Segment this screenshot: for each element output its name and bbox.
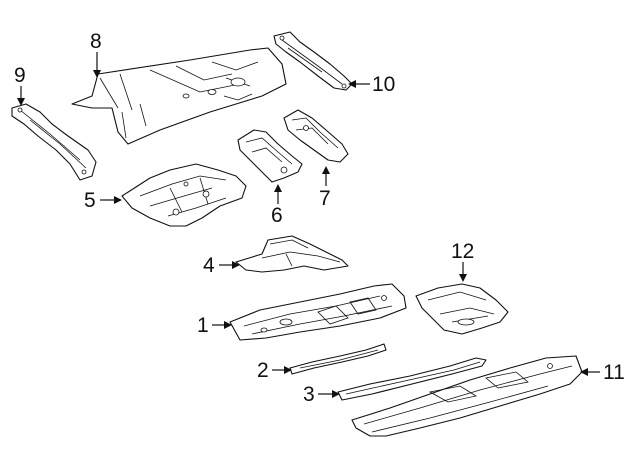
part-6-bracket xyxy=(237,129,303,183)
part-4-tunnel-bracket xyxy=(235,235,349,273)
callout-2: 2 xyxy=(257,359,269,382)
callout-5: 5 xyxy=(84,189,96,212)
callout-3: 3 xyxy=(303,383,315,406)
part-12-floor-pan xyxy=(415,283,509,335)
part-7-bracket xyxy=(283,109,349,163)
part-2-rail xyxy=(289,343,387,375)
callout-4: 4 xyxy=(203,254,215,277)
part-5-floor-section xyxy=(121,163,247,227)
leader-lines xyxy=(17,52,600,398)
callout-6: 6 xyxy=(271,204,283,227)
callout-1: 1 xyxy=(197,314,209,337)
part-1-center-floor xyxy=(229,283,407,341)
part-8-panel xyxy=(71,47,287,145)
callout-12: 12 xyxy=(451,240,474,263)
callout-7: 7 xyxy=(319,187,331,210)
callout-8: 8 xyxy=(90,30,102,53)
callout-10: 10 xyxy=(372,73,395,96)
part-3-sill-rail xyxy=(337,357,487,401)
part-9-crossmember xyxy=(11,103,97,181)
part-10-crossmember xyxy=(273,31,353,91)
part-11-rocker-panel xyxy=(351,355,583,437)
callout-9: 9 xyxy=(14,64,26,87)
callout-11: 11 xyxy=(603,361,625,384)
